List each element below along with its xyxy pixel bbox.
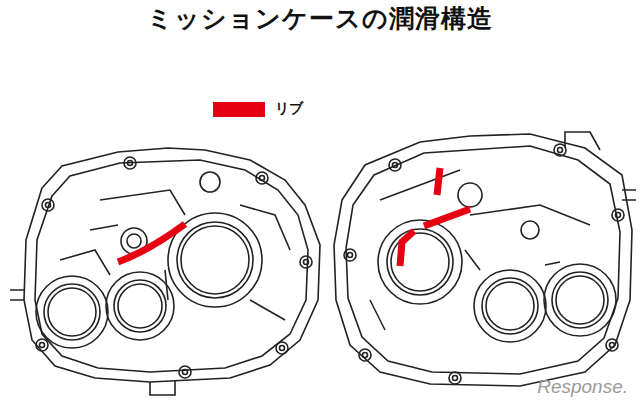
legend-swatch <box>213 102 265 117</box>
legend: リブ <box>213 100 303 118</box>
rib <box>400 168 470 266</box>
rib <box>118 224 185 262</box>
watermark: Response. <box>537 376 628 398</box>
legend-text: リブ <box>275 100 303 118</box>
left-case <box>10 148 320 395</box>
legend-item: リブ <box>213 100 303 118</box>
title: ミッションケースの潤滑構造 <box>0 2 640 35</box>
right-case <box>334 132 636 386</box>
